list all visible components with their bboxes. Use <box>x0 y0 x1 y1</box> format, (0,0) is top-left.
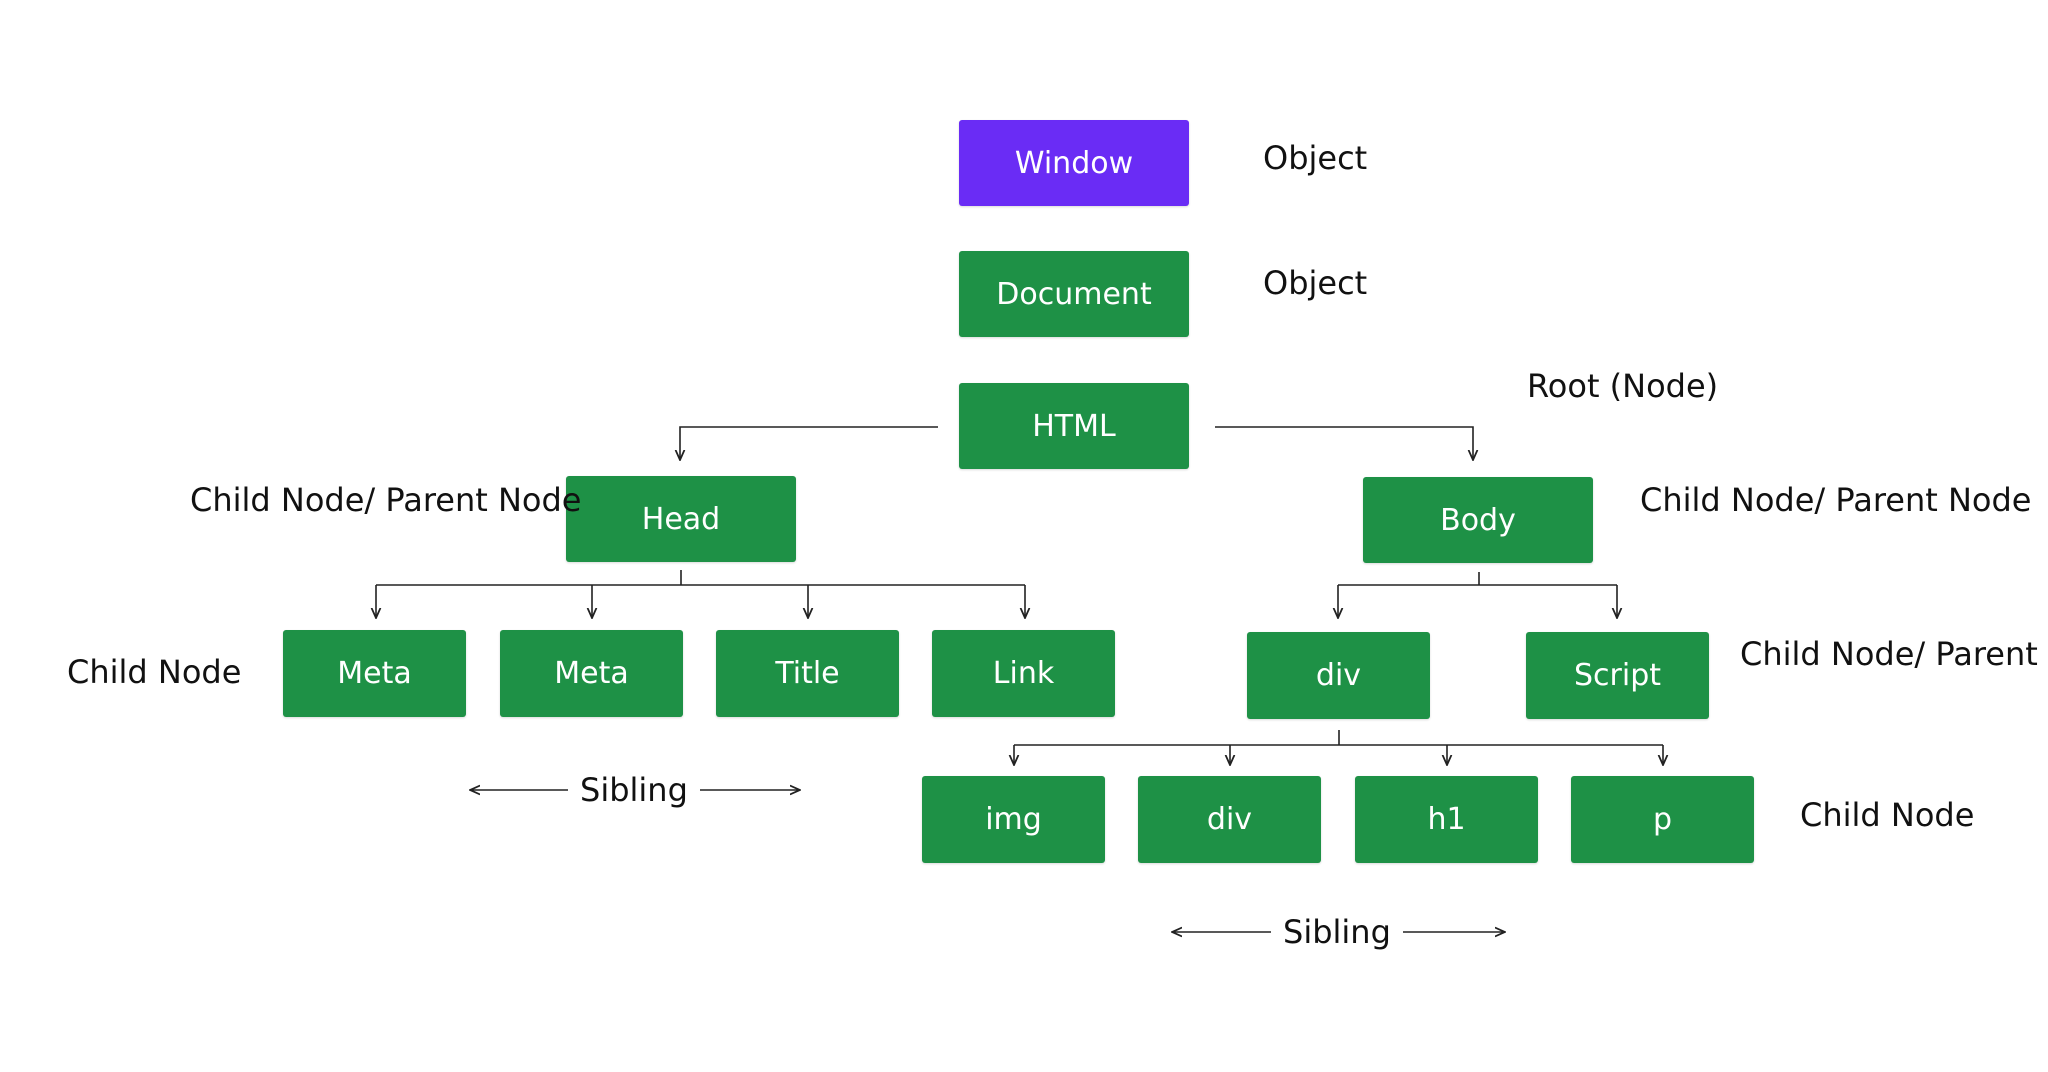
label-body-role-line2: Parent Node <box>1835 481 2032 519</box>
connector-html-body <box>1215 426 1473 460</box>
label-body-role-line1: Child Node/ <box>1640 481 1826 519</box>
node-body: Body <box>1363 477 1593 563</box>
label-div-script-role-line2: Parent Node <box>1935 635 2048 673</box>
node-window: Window <box>959 120 1189 206</box>
node-img: img <box>922 776 1105 863</box>
label-div-children-role: Child Node <box>1800 796 1975 834</box>
label-root-node: Root (Node) <box>1527 367 1719 405</box>
node-meta-1: Meta <box>283 630 466 717</box>
node-div: div <box>1247 632 1430 719</box>
label-div-script-role-line1: Child Node/ <box>1740 635 1926 673</box>
node-head: Head <box>566 476 796 562</box>
label-head-role-line2: Parent Node <box>385 481 582 519</box>
node-meta-2: Meta <box>500 630 683 717</box>
label-document-object: Object <box>1263 264 1368 302</box>
node-h1: h1 <box>1355 776 1538 863</box>
node-html: HTML <box>959 383 1189 469</box>
label-window-object: Object <box>1263 139 1368 177</box>
label-head-role: Child Node/ Parent Node <box>190 480 581 520</box>
node-title: Title <box>716 630 899 717</box>
node-div-inner: div <box>1138 776 1321 863</box>
node-document: Document <box>959 251 1189 337</box>
label-head-role-line1: Child Node/ <box>190 481 376 519</box>
node-p: p <box>1571 776 1754 863</box>
label-sibling-right: Sibling <box>1271 912 1403 952</box>
connector-html-head <box>680 426 938 460</box>
node-link: Link <box>932 630 1115 717</box>
label-sibling-left: Sibling <box>568 770 700 810</box>
node-script: Script <box>1526 632 1709 719</box>
label-head-children-role: Child Node <box>67 653 242 691</box>
label-div-script-role: Child Node/ Parent Node <box>1740 634 2048 674</box>
label-body-role: Child Node/ Parent Node <box>1640 480 2031 520</box>
